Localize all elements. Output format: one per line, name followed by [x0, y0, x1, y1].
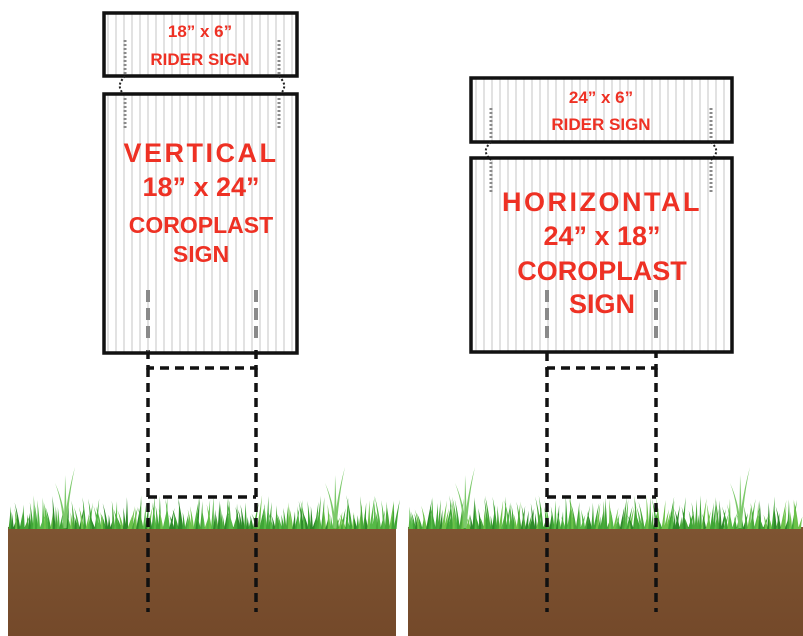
main-sign-left: VERTICAL 18” x 24” COROPLAST SIGN — [102, 92, 299, 355]
rider-label-line2: RIDER SIGN — [150, 50, 249, 69]
main-label-line4: SIGN — [569, 289, 635, 319]
soil-icon — [408, 527, 803, 636]
main-label-line2: 24” x 18” — [543, 221, 660, 251]
ground-right — [408, 467, 803, 636]
soil-icon — [8, 527, 396, 636]
grass-icon — [8, 467, 400, 529]
right-sign-assembly: 24” x 6” RIDER SIGN HORIZONTAL 24” x 18”… — [469, 76, 734, 612]
main-label-line3: COROPLAST — [129, 212, 273, 238]
main-sign-right: HORIZONTAL 24” x 18” COROPLAST SIGN — [469, 156, 734, 354]
main-label-line3: COROPLAST — [517, 256, 687, 286]
main-label-line4: SIGN — [173, 241, 229, 267]
main-label-line2: 18” x 24” — [142, 172, 259, 202]
grass-icon — [408, 467, 803, 529]
rider-label-line1: 24” x 6” — [569, 88, 633, 107]
rider-label-line2: RIDER SIGN — [551, 115, 650, 134]
h-wire-stake-icon — [545, 352, 658, 612]
rider-sign-right: 24” x 6” RIDER SIGN — [469, 76, 734, 144]
rider-label-line1: 18” x 6” — [168, 22, 232, 41]
left-sign-assembly: 18” x 6” RIDER SIGN VERTICAL 18” x 24” C… — [102, 11, 299, 612]
rider-sign-left: 18” x 6” RIDER SIGN — [102, 11, 299, 78]
h-wire-stake-icon — [146, 350, 258, 612]
main-label-line1: VERTICAL — [124, 138, 279, 168]
ground-left — [8, 467, 400, 636]
main-label-line1: HORIZONTAL — [502, 187, 702, 217]
